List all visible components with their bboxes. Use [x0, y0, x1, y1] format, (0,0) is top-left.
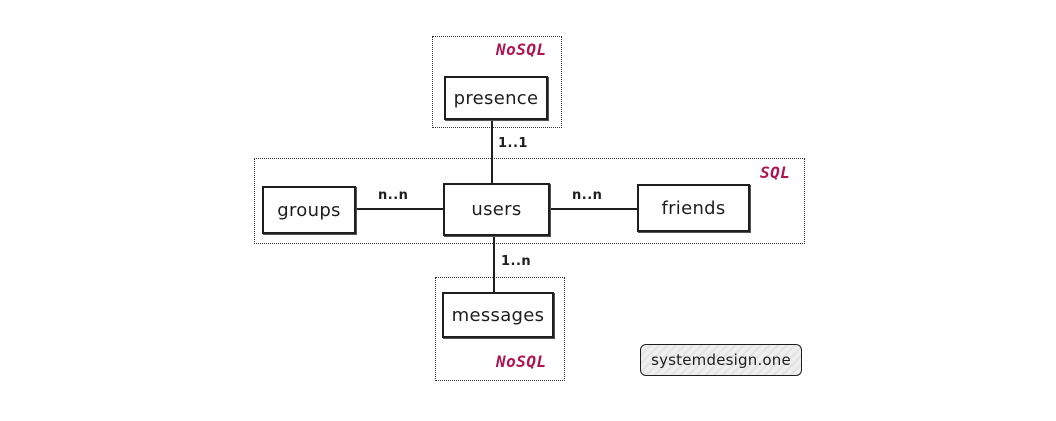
- entity-users: users: [443, 183, 550, 236]
- nosql-zone-presence: [432, 36, 562, 128]
- connector-users-friends: [550, 208, 638, 210]
- connector-presence-users: [491, 120, 493, 184]
- entity-messages: messages: [442, 292, 554, 338]
- sql-zone: [254, 158, 805, 244]
- sql-zone-label: SQL: [760, 163, 791, 182]
- connector-groups-users: [356, 208, 444, 210]
- entity-friends: friends: [637, 184, 750, 232]
- cardinality-users-groups: n..n: [378, 188, 409, 203]
- entity-presence: presence: [444, 76, 548, 120]
- nosql-zone-presence-label: NoSQL: [496, 40, 547, 59]
- nosql-zone-messages-label: NoSQL: [496, 352, 547, 371]
- cardinality-users-messages: 1..n: [501, 254, 532, 269]
- entity-groups: groups: [262, 186, 356, 234]
- watermark-badge: systemdesign.one: [640, 344, 802, 376]
- cardinality-users-presence: 1..1: [498, 136, 528, 151]
- nosql-zone-messages: [435, 277, 565, 381]
- connector-users-messages: [493, 236, 495, 292]
- cardinality-users-friends: n..n: [572, 188, 603, 203]
